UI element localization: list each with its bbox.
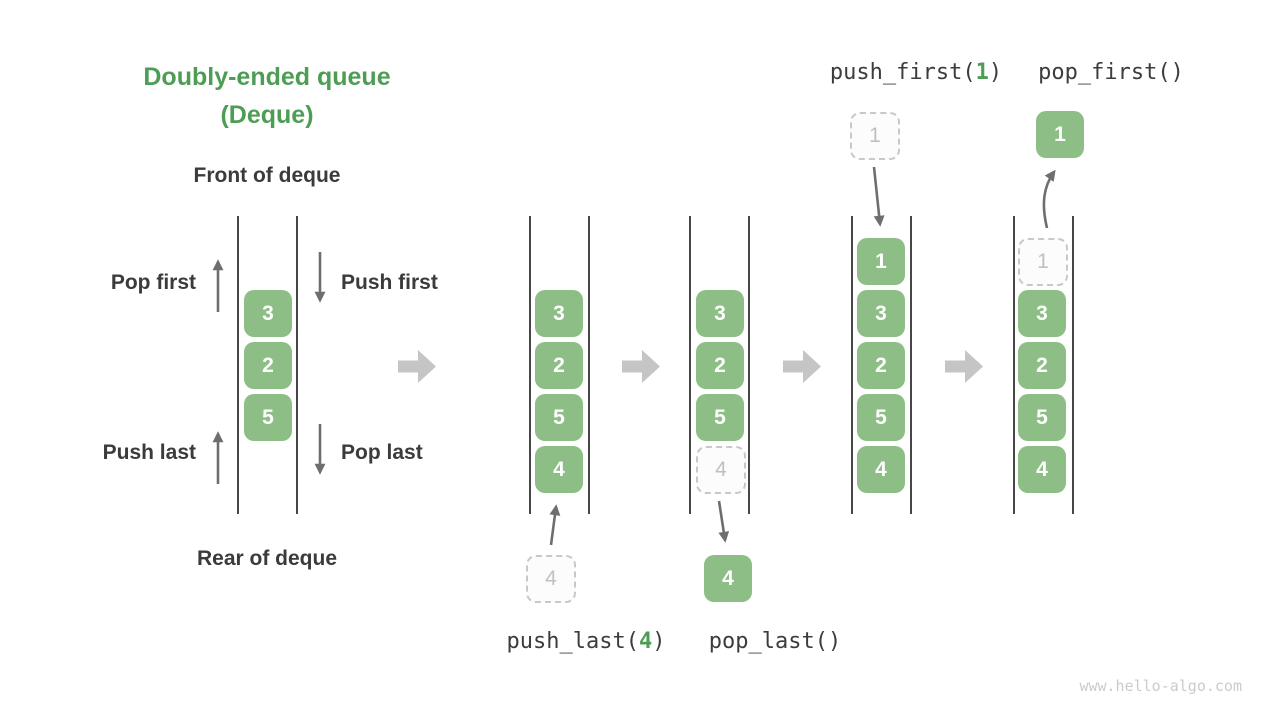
- deque-cell: 3: [535, 290, 583, 337]
- watermark: www.hello-algo.com: [1079, 677, 1242, 695]
- op-text: ): [652, 629, 666, 654]
- deque-cell: 5: [244, 394, 292, 441]
- deque-cell: 5: [857, 394, 905, 441]
- deque-cell: 4: [1018, 446, 1066, 493]
- diagram-title: Doubly-ended queue (Deque): [117, 58, 417, 134]
- deque-cell: 3: [244, 290, 292, 337]
- deque-cell: 5: [696, 394, 744, 441]
- deque-cell: 2: [857, 342, 905, 389]
- deque-cell: 2: [244, 342, 292, 389]
- title-line2: (Deque): [220, 101, 314, 129]
- title-line1: Doubly-ended queue: [143, 63, 391, 91]
- deque-cell: 3: [857, 290, 905, 337]
- push-last-label: Push last: [102, 441, 196, 464]
- op-arg: 1: [975, 60, 989, 85]
- deque-cell: 1: [857, 238, 905, 285]
- removed-ghost-cell: 4: [696, 446, 746, 494]
- deque-walls-after-push-first: [851, 216, 912, 514]
- next-step-arrow-icon: [622, 350, 660, 383]
- deque-cell: 4: [857, 446, 905, 493]
- deque-walls-after-pop-last: [689, 216, 750, 514]
- popped-cell: 4: [704, 555, 752, 602]
- front-of-deque-label: Front of deque: [193, 164, 341, 187]
- deque-cell: 4: [535, 446, 583, 493]
- deque-cell: 3: [1018, 290, 1066, 337]
- next-step-arrow-icon: [783, 350, 821, 383]
- push-first-op-label: push_first(1): [830, 60, 1002, 85]
- rear-of-deque-label: Rear of deque: [196, 547, 338, 570]
- pop-last-label: Pop last: [341, 441, 423, 464]
- pop-first-label: Pop first: [110, 271, 196, 294]
- push-last-op-label: push_last(4): [507, 629, 666, 654]
- deque-walls-main: [237, 216, 298, 514]
- popped-cell: 1: [1036, 111, 1084, 158]
- next-step-arrow-icon: [945, 350, 983, 383]
- pop-last-op-label: pop_last(): [708, 629, 842, 654]
- deque-walls-after-push-last: [529, 216, 590, 514]
- deque-cell: 5: [1018, 394, 1066, 441]
- deque-cell: 3: [696, 290, 744, 337]
- incoming-ghost-cell: 4: [526, 555, 576, 603]
- op-text: push_first(: [829, 60, 976, 85]
- deque-cell: 5: [535, 394, 583, 441]
- pop-first-op-label: pop_first(): [1038, 60, 1184, 85]
- deque-cell: 2: [535, 342, 583, 389]
- op-text: ): [988, 60, 1003, 85]
- op-text: push_last(: [506, 629, 639, 654]
- push-first-label: Push first: [341, 271, 438, 294]
- deque-walls-after-pop-first: [1013, 216, 1074, 514]
- deque-cell: 2: [1018, 342, 1066, 389]
- next-step-arrow-icon: [398, 350, 436, 383]
- op-arg: 4: [638, 629, 653, 654]
- deque-cell: 2: [696, 342, 744, 389]
- removed-ghost-cell: 1: [1018, 238, 1068, 286]
- incoming-ghost-cell: 1: [850, 112, 900, 160]
